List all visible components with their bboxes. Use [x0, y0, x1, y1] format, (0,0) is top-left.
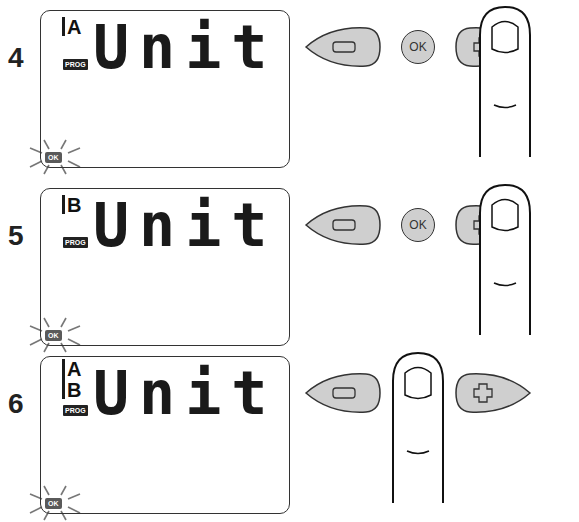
channel-letter: A [67, 17, 81, 37]
ok-indicator: OK [45, 152, 62, 163]
lcd-text: Unit [93, 363, 278, 423]
step-number: 5 [8, 222, 24, 250]
lcd-text: Unit [93, 195, 278, 255]
prog-badge: PROG [63, 59, 88, 70]
button-label: OK [409, 41, 426, 53]
lcd-text: Unit [93, 17, 278, 77]
lcd-display: A PROG UnitOK [40, 10, 290, 168]
lcd-display: B PROG UnitOK [40, 188, 290, 346]
ok-indicator: OK [45, 498, 62, 509]
ok-indicator: OK [45, 330, 62, 341]
prog-badge: PROG [63, 237, 88, 248]
channel-letter: B [67, 195, 81, 215]
channel-letter: A [67, 359, 81, 379]
prog-badge: PROG [63, 405, 88, 416]
ok-button: OK [401, 30, 435, 64]
step-number: 4 [8, 44, 24, 72]
step-number: 6 [8, 390, 24, 418]
button-label: OK [409, 219, 426, 231]
ok-button: OK [401, 208, 435, 242]
channel-letter: B [67, 380, 81, 400]
lcd-display: AB PROG UnitOK [40, 356, 290, 514]
